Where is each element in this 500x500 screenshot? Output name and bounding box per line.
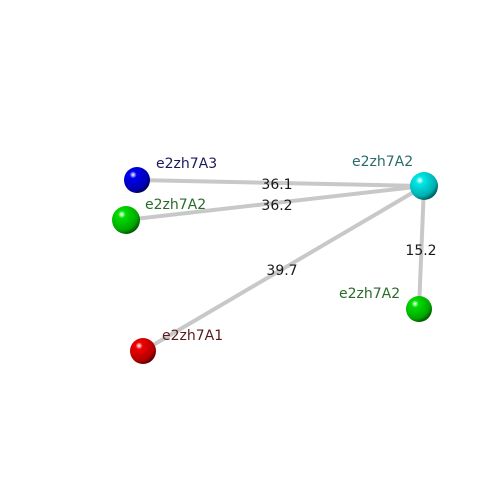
atom-node-green [406,296,432,322]
node-label: e2zh7A1 [162,328,223,344]
node-label: e2zh7A2 [145,197,206,213]
node-label: e2zh7A3 [156,156,217,172]
bond-edge-a2-cyan [125,184,425,222]
bond-edge-a3-cyan [136,178,425,188]
bond-edge-a1-cyan [141,184,426,353]
distance-label: 36.2 [261,198,292,214]
distance-label: 39.7 [266,263,297,279]
atom-node-red [130,338,156,364]
atom-node-green [112,206,140,234]
distance-label: 15.2 [405,243,436,259]
bond-edge-a2b-cyan [417,185,426,310]
atom-node-cyan [410,172,438,200]
node-label: e2zh7A2 [339,286,400,302]
edge-layer [125,178,426,353]
node-label-layer: e2zh7A3 e2zh7A2 e2zh7A2 e2zh7A1 e2zh7A2 [145,154,413,344]
atom-node-blue [124,167,150,193]
node-label: e2zh7A2 [352,154,413,170]
distance-label-layer: 36.1 36.2 39.7 15.2 [261,177,436,279]
node-layer [112,167,438,364]
distance-label: 36.1 [261,177,292,193]
